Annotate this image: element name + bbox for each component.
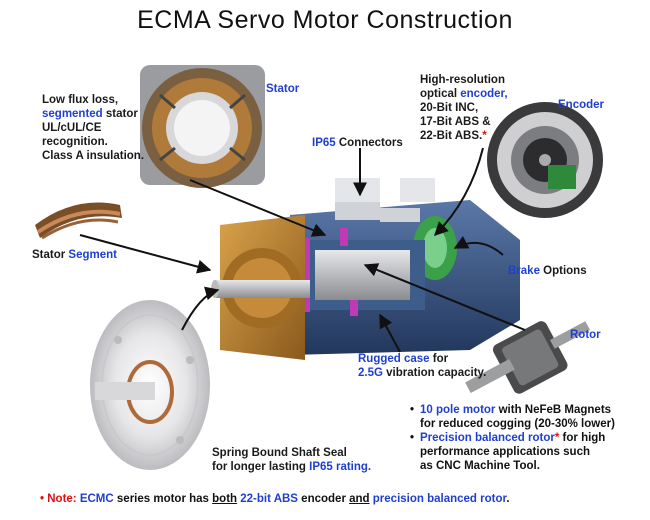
stator-desc-line4: recognition. [42,136,108,148]
bullet-10-pole-highlight: 10 pole motor [420,404,496,416]
note-precision: precision balanced rotor [372,493,507,505]
stator-segment-prefix: Stator [32,249,69,261]
stator-segment-highlight: Segment [68,249,117,261]
stator-description: Low flux loss, segmented stator UL/cUL/C… [42,93,152,163]
note-series: series motor has [113,493,213,505]
stator-desc-stator: stator [102,108,138,120]
ip65-connectors-rest: Connectors [335,137,403,149]
stator-desc-line3: UL/cUL/CE [42,122,102,134]
note-bullet: • [40,493,45,505]
encoder-desc-optical: optical [420,88,461,100]
note-both: both [212,493,238,505]
brake-highlight: Brake [508,265,540,277]
motor-body-image [211,178,520,360]
brake-options-label: Brake Options [508,264,587,278]
bullet-balanced-rotor: • Precision balanced rotor* for high [410,431,645,445]
rugged-case-highlight: Rugged case [358,353,430,365]
ip65-connectors-label: IP65 Connectors [312,136,403,150]
bullet-balanced-rest: for high [559,432,606,444]
note-encoder: encoder [297,493,350,505]
rugged-case-vibration: vibration capacity. [382,367,487,379]
encoder-desc-line4: 17-Bit ABS & [420,116,491,128]
rugged-case-line2: 2.5G vibration capacity. [358,366,486,380]
encoder-desc-line1: High-resolution [420,74,505,86]
stator-desc-line5: Class A insulation. [42,150,145,162]
bullet-dot: • [410,432,415,444]
rotor-label: Rotor [570,329,601,341]
bullet-balanced-asterisk: * [554,432,560,444]
encoder-desc-encoder: encoder, [460,88,508,100]
encoder-desc-22bit: 22-Bit ABS. [420,130,483,142]
encoder-asterisk: * [482,130,487,142]
stator-desc-line1: Low flux loss, [42,94,119,106]
shaft-seal-line1: Spring Bound Shaft Seal [212,447,347,459]
bullet-10-pole-rest: with NeFeB Magnets [495,404,612,416]
stator-desc-line2: segmented stator [42,107,152,121]
bullet-balanced-highlight: Precision balanced rotor [420,432,555,444]
stator-segment-label: Stator Segment [32,248,117,262]
note-period: . [506,493,510,505]
page-title: ECMA Servo Motor Construction [137,6,513,34]
brake-rest: Options [539,265,587,277]
callout-arrows [79,147,526,353]
stator-segment-image [35,202,122,240]
shaft-seal-image [90,300,210,470]
shaft-seal-prefix: for longer lasting [212,461,310,473]
bullet-dot: • [410,404,415,416]
encoder-desc-line5: 22-Bit ABS.* [420,129,540,143]
bullet-balanced-line3: as CNC Machine Tool. [420,460,540,472]
shaft-seal-line2: for longer lasting IP65 rating. [212,460,371,474]
encoder-desc-line3: 20-Bit INC, [420,102,479,114]
rugged-case-label: Rugged case for 2.5G vibration capacity. [358,352,486,380]
rugged-case-line1: Rugged case for [358,352,486,366]
rotor-image [465,321,591,394]
rugged-case-for: for [429,353,449,365]
stator-desc-segmented: segmented [42,108,103,120]
note-label: Note: [47,493,77,505]
encoder-label: Encoder [558,99,605,111]
stator-image [140,65,265,188]
feature-bullets: • 10 pole motor with NeFeB Magnets for r… [410,403,645,473]
ip65-connectors-highlight: IP65 [312,137,336,149]
shaft-seal-ip65: IP65 rating. [309,461,372,473]
bullet-balanced-line2: performance applications such [420,446,590,458]
note-and: and [349,493,370,505]
stator-label: Stator [266,83,300,95]
shaft-seal-label: Spring Bound Shaft Seal for longer lasti… [212,446,371,474]
bullet-10-pole-line2: for reduced cogging (20-30% lower) [420,418,615,430]
encoder-desc-line2: optical encoder, [420,87,540,101]
footer-note: • Note: ECMC series motor has both 22-bi… [40,493,510,505]
encoder-description: High-resolution optical encoder, 20-Bit … [420,73,540,143]
note-ecmc: ECMC [79,493,114,505]
encoder-image [487,102,603,218]
note-22bit: 22-bit ABS [240,493,298,505]
bullet-10-pole: • 10 pole motor with NeFeB Magnets [410,403,645,417]
rugged-case-25g: 2.5G [358,367,383,379]
